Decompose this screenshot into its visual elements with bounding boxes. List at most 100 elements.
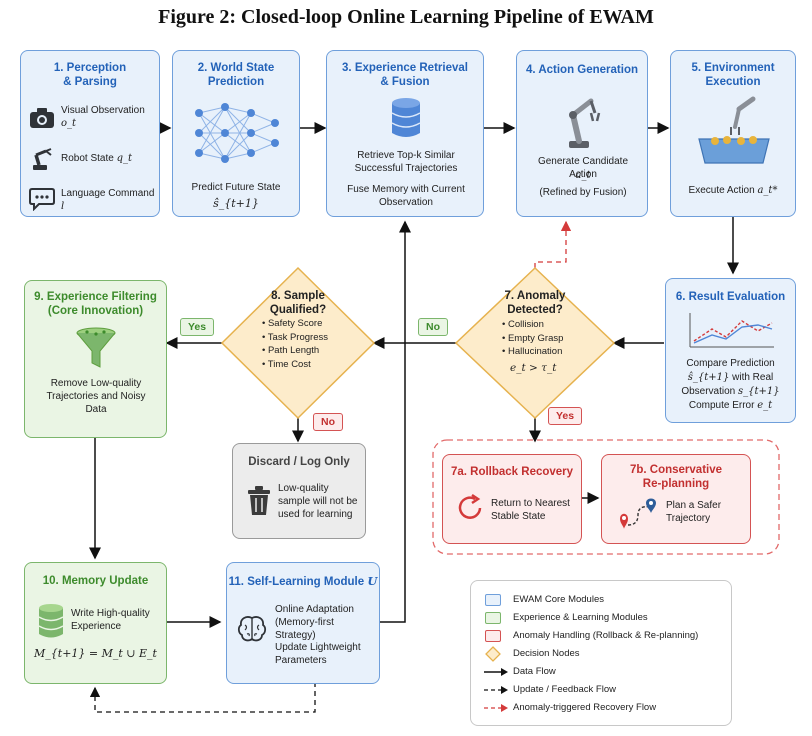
result-evaluation-compute-error: Compute Error [688, 400, 755, 411]
visual-observation-symbol: o_t [61, 118, 77, 129]
discard-title: Discard / Log Only [248, 456, 350, 468]
self-learning-node: 11. Self-Learning Module U Online Adapta… [226, 562, 380, 684]
experience-filtering-text: Remove Low-quality Trajectories and Nois… [46, 378, 146, 415]
retrieval-node: 3. Experience Retrieval & Fusion Retriev… [326, 50, 484, 217]
funnel-icon [76, 327, 116, 368]
map-pin-icon [620, 498, 656, 529]
action-generation-node: 4. Action Generation Generate Candidate … [516, 50, 648, 217]
legend-anomaly-swatch [485, 630, 501, 642]
perception-title: 1. Perception & Parsing [53, 62, 127, 88]
trash-icon [248, 486, 270, 515]
result-evaluation-line-4: Compute Error e_t [666, 399, 795, 412]
speech-bubble-icon [29, 188, 55, 211]
error-symbol: e_t [757, 400, 773, 411]
legend-data-flow-label: Data Flow [513, 666, 556, 677]
neural-network-icon [195, 103, 279, 163]
rollback-recovery-node: 7a. Rollback Recovery Return to Nearest … [442, 454, 582, 544]
retrieval-text-1: Retrieve Top-k Similar Successful Trajec… [354, 150, 458, 174]
robot-arm-icon [569, 98, 601, 148]
retrieval-title: 3. Experience Retrieval & Fusion [342, 62, 468, 88]
yes-anomaly-tag: Yes [548, 407, 583, 425]
no-sample-tag: No [313, 413, 343, 431]
robot-bin-icon [698, 96, 770, 164]
legend-update-flow-label: Update / Feedback Flow [513, 684, 616, 695]
result-evaluation-line-2: ŝ_{t+1} with Real [666, 371, 795, 384]
world-state-text: Predict Future State [191, 182, 281, 193]
legend-anomaly-label: Anomaly Handling (Rollback & Re-planning… [513, 630, 699, 641]
visual-observation-label: Visual Observation o_t [61, 104, 159, 130]
legend: EWAM Core Modules Experience & Learning … [470, 580, 732, 726]
anomaly-item: Hallucination [502, 345, 592, 359]
anomaly-list: Collision Empty Grasp Hallucination [502, 318, 592, 359]
sample-criterion: Time Cost [262, 358, 352, 372]
legend-decision-label: Decision Nodes [513, 648, 580, 659]
environment-execution-label: Execute Action a_t* [671, 184, 795, 197]
sample-criterion: Safety Score [262, 317, 352, 331]
camera-icon [30, 108, 54, 128]
environment-execution-title: 5. Environment Execution [691, 62, 775, 88]
legend-update-flow-arrow [484, 686, 508, 694]
action-generation-text-2: (Refined by Fusion) [539, 187, 627, 198]
legend-learning-label: Experience & Learning Modules [513, 612, 648, 623]
legend-recovery-flow-label: Anomaly-triggered Recovery Flow [513, 702, 657, 713]
refresh-icon [458, 493, 482, 519]
result-evaluation-node: 6. Result Evaluation Compare Prediction … [665, 278, 796, 423]
self-learning-title: 11. Self-Learning Module U [227, 574, 379, 589]
visual-observation-text: Visual Observation [61, 105, 145, 116]
prediction-symbol: ŝ_{t+1} [687, 372, 730, 383]
rollback-recovery-title: 7a. Rollback Recovery [450, 466, 574, 478]
sample-criterion: Path Length [262, 344, 352, 358]
sample-criteria-list: Safety Score Task Progress Path Length T… [262, 317, 352, 371]
language-command-label: Language Command l [61, 187, 159, 213]
replanning-node: 7b. Conservative Re-planning Plan a Safe… [601, 454, 751, 544]
result-evaluation-with-real: with Real [732, 372, 774, 383]
self-learning-text-1: Online Adaptation (Memory-first Strategy… [275, 604, 354, 641]
world-state-title: 2. World State Prediction [197, 62, 275, 88]
arrow-11-3 [380, 220, 411, 623]
observation-symbol: s_{t+1} [738, 386, 780, 397]
database-icon [38, 604, 64, 638]
environment-execution-text: Execute Action [688, 185, 755, 196]
memory-update-formula: M_{t+1} = M_t ∪ E_t [34, 647, 157, 660]
legend-learning-swatch [485, 612, 501, 624]
anomaly-item: Empty Grasp [502, 332, 592, 346]
self-learning-text-2: Update Lightweight Parameters [275, 642, 361, 666]
result-evaluation-observation: Observation [681, 386, 736, 397]
legend-recovery-flow-arrow [484, 704, 508, 712]
result-evaluation-line-1: Compare Prediction [686, 358, 775, 369]
anomaly-title: 7. Anomaly Detected? [504, 290, 566, 316]
robot-state-label: Robot State q_t [61, 152, 159, 165]
anomaly-handling-container [432, 439, 780, 555]
world-state-symbol: ŝ_{t+1} [213, 197, 259, 210]
language-command-text: Language Command [61, 188, 155, 199]
experience-filtering-title: 9. Experience Filtering (Core Innovation… [34, 291, 157, 317]
replanning-title: 7b. Conservative Re-planning [629, 464, 723, 490]
perception-node: 1. Perception & Parsing Visual Observati… [20, 50, 160, 217]
yes-sample-tag: Yes [180, 318, 215, 336]
self-learning-title-text: 11. Self-Learning Module [228, 576, 365, 588]
retrieval-text-2: Fuse Memory with Current Observation [347, 184, 465, 208]
language-command-symbol: l [61, 201, 65, 212]
robot-state-symbol: q_t [116, 153, 133, 164]
sample-qualified-title: 8. Sample Qualified? [269, 290, 327, 316]
discard-node: Discard / Log Only Low-quality sample wi… [232, 443, 366, 539]
anomaly-item: Collision [502, 318, 592, 332]
environment-execution-node: 5. Environment Execution Execute Action … [670, 50, 796, 217]
rollback-recovery-text: Return to Nearest Stable State [491, 498, 570, 522]
brain-icon [237, 616, 267, 642]
action-generation-title: 4. Action Generation [525, 64, 639, 76]
feedback-11-10 [89, 682, 316, 713]
legend-decision-swatch [485, 646, 501, 662]
legend-core-swatch [485, 594, 501, 606]
sample-criterion: Task Progress [262, 331, 352, 345]
no-anomaly-tag: No [418, 318, 448, 336]
action-generation-text-1: Generate Candidate Action [537, 156, 629, 180]
database-icon [391, 98, 421, 137]
legend-core-label: EWAM Core Modules [513, 594, 604, 605]
replanning-text: Plan a Safer Trajectory [666, 500, 722, 524]
discard-text: Low-quality sample will not be used for … [278, 483, 358, 520]
memory-update-title: 10. Memory Update [42, 575, 149, 587]
robot-state-text: Robot State [61, 153, 114, 164]
world-state-node: 2. World State Prediction Predict Future… [172, 50, 300, 217]
environment-execution-symbol: a_t* [757, 185, 778, 196]
